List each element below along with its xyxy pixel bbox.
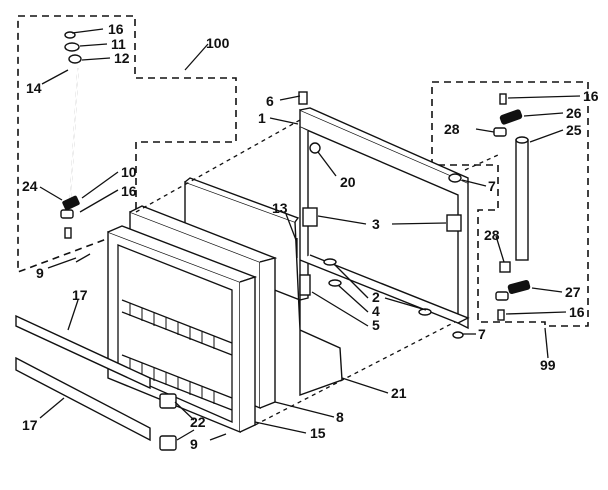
- leader-99: [544, 327, 549, 359]
- callout-20: 20: [340, 174, 356, 190]
- assembly-100-boundary: [17, 15, 237, 274]
- callout-27: 27: [565, 284, 581, 300]
- callout-5: 5: [372, 317, 380, 333]
- assembly-99-boundary: [431, 81, 589, 327]
- callout-15: 15: [310, 425, 326, 441]
- trim-strip-lower: [15, 356, 151, 442]
- callout-13: 13: [272, 200, 288, 216]
- callout-4: 4: [372, 303, 380, 319]
- callout-11: 11: [111, 36, 126, 52]
- hinge-rod-left: [60, 31, 82, 239]
- callout-2: 2: [372, 289, 380, 305]
- callout-labels: 16 11 12 14 100 10 16 24 9 17 17 6 1 20 …: [22, 21, 599, 452]
- callout-9: 9: [190, 436, 198, 452]
- callout-25: 25: [566, 122, 582, 138]
- callout-26: 26: [566, 105, 582, 121]
- callout-16: 16: [108, 21, 124, 37]
- callout-16: 16: [583, 88, 599, 104]
- callout-99: 99: [540, 357, 556, 373]
- door-frame: [298, 91, 470, 330]
- hinge-brackets: [296, 173, 464, 339]
- callout-100: 100: [206, 35, 230, 51]
- hinge-rod-right: [493, 93, 531, 321]
- callout-8: 8: [336, 409, 344, 425]
- callout-6: 6: [266, 93, 274, 109]
- trim-strip-upper: [15, 314, 151, 390]
- callout-7: 7: [478, 326, 486, 342]
- callout-16: 16: [121, 183, 137, 199]
- callout-1: 1: [258, 110, 266, 126]
- callout-17: 17: [22, 417, 38, 433]
- leader-lines: [39, 28, 581, 441]
- callout-21: 21: [391, 385, 407, 401]
- callout-28: 28: [484, 227, 500, 243]
- callout-24: 24: [22, 178, 38, 194]
- callout-9: 9: [36, 265, 44, 281]
- door-bin-caps: [159, 393, 177, 451]
- callout-14: 14: [26, 80, 42, 96]
- callout-12: 12: [114, 50, 130, 66]
- callout-10: 10: [121, 164, 137, 180]
- callout-28: 28: [444, 121, 460, 137]
- assembly-guide-lines: [135, 119, 499, 426]
- callout-7: 7: [488, 178, 496, 194]
- screw-9-left: [75, 253, 91, 263]
- callout-17: 17: [72, 287, 88, 303]
- callout-22: 22: [190, 414, 206, 430]
- callout-16: 16: [569, 304, 585, 320]
- screw-9-bottom: [209, 433, 227, 441]
- callout-3: 3: [372, 216, 380, 232]
